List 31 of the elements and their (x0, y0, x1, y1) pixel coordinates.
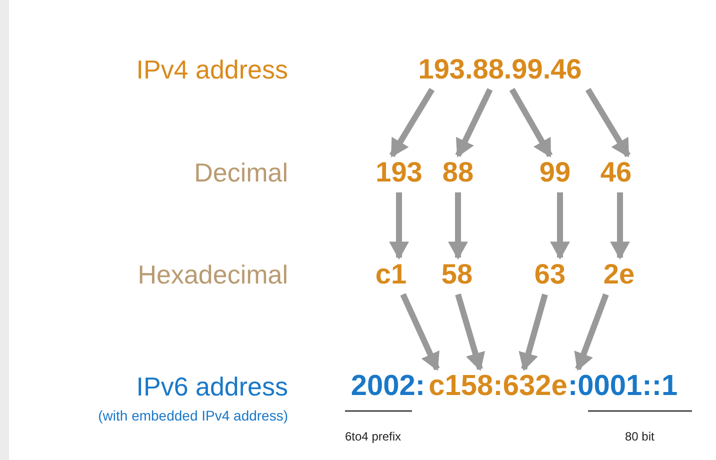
arrow (455, 294, 486, 371)
number-text: 88 (442, 158, 474, 188)
row-label: Hexadecimal (138, 260, 288, 290)
arrow (550, 192, 570, 260)
note-text: 6to4 prefix (345, 430, 402, 444)
number-text: 46 (600, 158, 632, 188)
row-label: IPv4 address (136, 56, 288, 84)
arrow (518, 294, 548, 371)
arrow (389, 88, 435, 158)
number-text: 193.88.99.46 (418, 54, 582, 86)
number-text: c1 (375, 260, 407, 290)
arrow (448, 192, 468, 260)
arrow (400, 293, 440, 371)
number-text: 58 (441, 260, 473, 290)
row-label: Decimal (194, 158, 288, 188)
arrow (610, 192, 630, 260)
arrow (574, 293, 609, 371)
arrow (455, 88, 493, 158)
number-text: 2e (603, 260, 635, 290)
arrow (389, 192, 409, 260)
note-text: (with embedded IPv4 address) (98, 408, 288, 424)
number-text: c158:632e (428, 371, 568, 403)
number-text: 63 (534, 260, 566, 290)
number-text: 99 (539, 158, 571, 188)
address-text: :0001::1 (568, 371, 678, 403)
number-text: 193 (376, 158, 422, 188)
row-label: IPv6 address (136, 372, 288, 402)
arrow (509, 88, 553, 158)
note-text: 80 bit (625, 430, 654, 444)
address-text: 2002: (350, 371, 425, 403)
arrow (585, 88, 631, 158)
